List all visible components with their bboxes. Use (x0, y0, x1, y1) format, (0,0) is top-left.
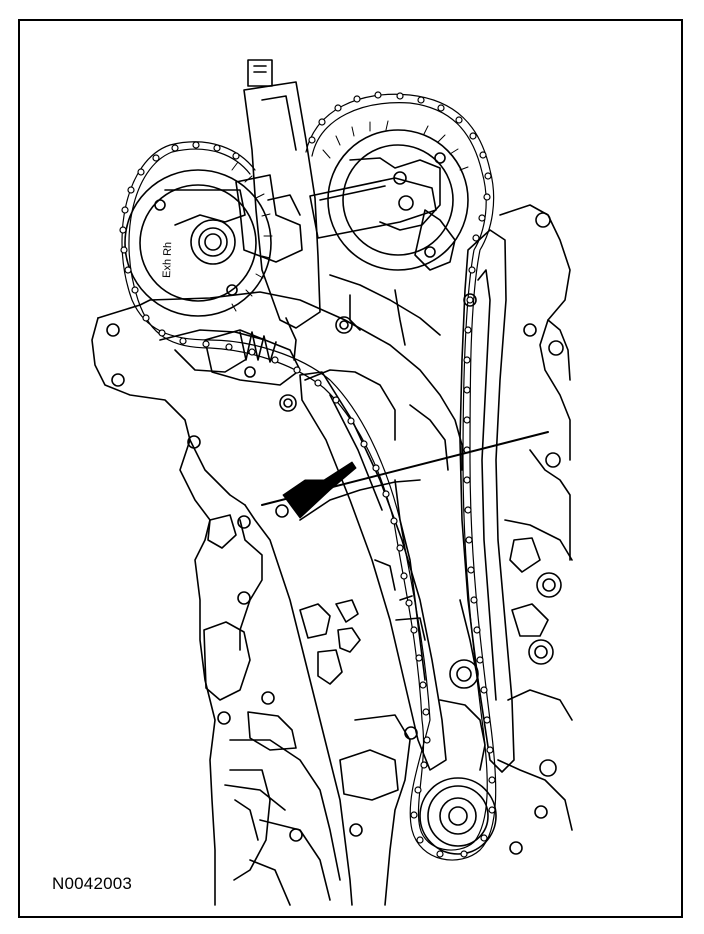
sprocket-teeth (231, 120, 469, 312)
camshaft-locking-tool (235, 59, 321, 361)
crankshaft-sprocket (419, 777, 497, 855)
cam-alignment-bar (309, 177, 437, 239)
chain-guide-rail (459, 229, 515, 773)
sprocket-engraving-text: Exh Rh (161, 242, 174, 278)
chain-tensioner (204, 329, 301, 386)
right-camshaft-sprocket (327, 129, 469, 271)
engine-block-outline (91, 204, 573, 906)
arrow-icon (261, 431, 549, 519)
left-camshaft-sprocket: Exh Rh (124, 169, 272, 317)
chain-links (119, 91, 496, 858)
timing-chain (121, 93, 497, 861)
figure-id-label: N0042003 (52, 874, 133, 893)
casting-details (203, 514, 549, 881)
